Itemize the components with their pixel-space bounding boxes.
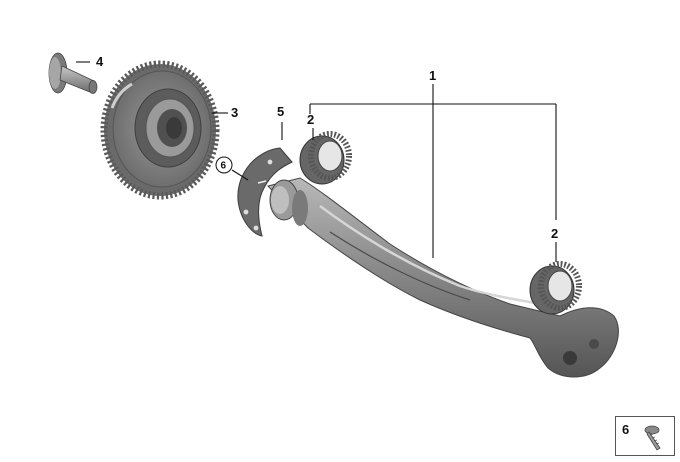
callout-6-circled: 6	[215, 156, 233, 174]
bolt-part-4	[48, 52, 98, 94]
callout-5: 5	[277, 104, 284, 119]
screw-legend-box: 6	[615, 416, 675, 456]
callout-2-upper: 2	[307, 112, 314, 127]
bearing-part-2-lower	[529, 261, 582, 315]
callout-6-number: 6	[221, 161, 227, 172]
washer-plate-part-5	[237, 147, 293, 237]
callout-2-lower: 2	[551, 226, 558, 241]
arm-part-1	[267, 177, 619, 378]
legend-number: 6	[622, 422, 630, 437]
callout-4: 4	[96, 54, 104, 69]
callout-3: 3	[231, 105, 238, 120]
screw-icon	[644, 425, 661, 451]
leader-lines	[76, 61, 557, 262]
callout-1: 1	[429, 68, 436, 83]
gear-part-3	[100, 60, 220, 200]
bearing-part-2-upper	[299, 131, 352, 185]
